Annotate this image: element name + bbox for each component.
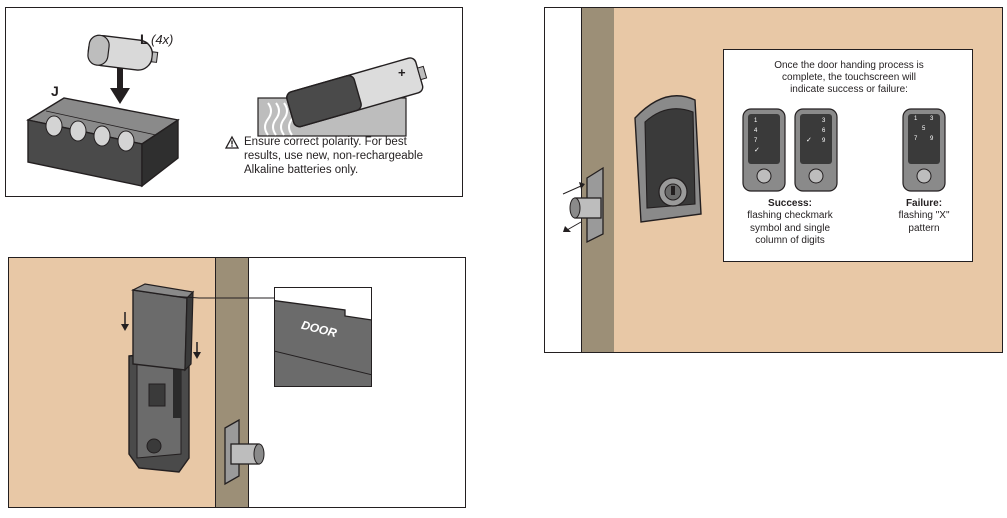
handing-info-box: Once the door handing process is complet… — [723, 49, 973, 262]
keypad-digit: 7 — [754, 138, 758, 144]
keypad-digit: 4 — [754, 128, 758, 134]
keypad-success-a-digits: 1 4 7 ✓ — [754, 116, 766, 156]
failure-title: Failure: — [905, 198, 943, 209]
holder-label: J — [51, 83, 59, 99]
keypad-failure-digits: 1 3 5 7 9 — [912, 116, 938, 160]
battery-panel: L (4x) J + Ensure correct polarity. For … — [5, 7, 463, 197]
keypad-digit: 3 — [930, 116, 934, 122]
install-illustration — [121, 283, 274, 486]
keypad-digit: 1 — [914, 116, 918, 122]
callout-leader — [170, 295, 274, 299]
keypad-digit: 7 — [914, 136, 918, 142]
keypad-digit: 1 — [754, 118, 758, 124]
battery-illustration — [26, 34, 428, 188]
touchscreen-deadbolt-icon — [634, 95, 702, 223]
success-description: flashing checkmark symbol and single col… — [747, 210, 833, 246]
battery-pack-icon — [131, 283, 195, 372]
handing-intro-text: Once the door handing process is complet… — [774, 60, 924, 95]
battery-holder-icon — [26, 97, 180, 188]
keypad-success-a-icon — [742, 108, 786, 192]
keypad-digit: 5 — [922, 126, 926, 132]
aa-battery-icon — [87, 34, 159, 71]
handing-latch-icon — [562, 166, 604, 244]
down-arrow-icon — [121, 312, 201, 359]
success-title: Success: — [768, 198, 812, 209]
door-callout: DOOR — [274, 287, 372, 387]
keypad-success-b-digits: 3 6 9 ✓ — [806, 116, 834, 156]
battery-insert-icon — [257, 57, 428, 137]
insert-arrow-icon — [110, 68, 130, 104]
battery-quantity: (4x) — [151, 32, 174, 47]
handing-panel: Once the door handing process is complet… — [544, 7, 1003, 353]
battery-label: L — [140, 31, 149, 47]
keypad-digit: 9 — [822, 138, 826, 144]
keypad-digit: 9 — [930, 136, 934, 142]
keypad-checkmark: ✓ — [754, 147, 760, 154]
keypad-failure-icon — [902, 108, 946, 192]
polarity-plus: + — [398, 65, 406, 80]
keypad-digit: 3 — [822, 118, 826, 124]
warning-text: Ensure correct polarity. For best result… — [244, 136, 423, 176]
keypad-checkmark: ✓ — [806, 137, 812, 144]
latch-icon — [224, 418, 265, 486]
failure-description: flashing "X" pattern — [898, 210, 950, 234]
keypad-success-b-icon — [794, 108, 838, 192]
handing-illustration — [562, 95, 702, 244]
interior-assembly-icon — [128, 349, 190, 473]
install-panel: DOOR — [8, 257, 466, 508]
warning-triangle-icon — [224, 135, 240, 149]
keypad-digit: 6 — [822, 128, 826, 134]
